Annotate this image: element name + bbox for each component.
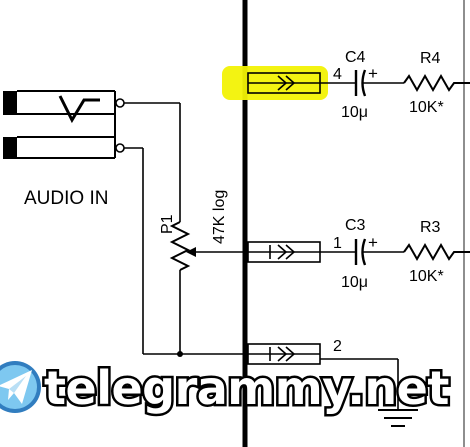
connector-pin-1	[247, 241, 321, 263]
resistor-r3	[403, 242, 470, 262]
svg-text:+: +	[368, 64, 378, 83]
c4-value-label: 10μ	[341, 104, 368, 121]
pin-4-label: 4	[333, 66, 342, 83]
potentiometer-p1	[169, 221, 248, 354]
c3-ref-label: C3	[345, 217, 366, 234]
watermark-text: telegrammy.net	[44, 361, 449, 415]
c4-ref-label: C4	[345, 49, 366, 66]
audio-in-label: AUDIO IN	[24, 188, 108, 209]
audio-in-jack	[3, 90, 125, 159]
r4-value-label: 10K*	[409, 99, 444, 116]
capacitor-c3: +	[354, 233, 378, 266]
svg-text:+: +	[368, 233, 378, 252]
pot-ref-label: P1	[159, 214, 176, 234]
c3-value-label: 10μ	[341, 274, 368, 291]
capacitor-c4: +	[354, 64, 378, 97]
r3-value-label: 10K*	[409, 268, 444, 285]
pin-1-label: 1	[333, 235, 342, 252]
connector-pin-2	[247, 343, 321, 365]
pin-2-label: 2	[333, 338, 342, 355]
ground-symbol	[378, 409, 418, 427]
resistor-r4	[403, 73, 470, 93]
r4-ref-label: R4	[420, 50, 441, 67]
r3-ref-label: R3	[420, 219, 441, 236]
pot-value-label: 47K log	[211, 190, 228, 244]
telegram-plane-icon	[0, 361, 41, 413]
